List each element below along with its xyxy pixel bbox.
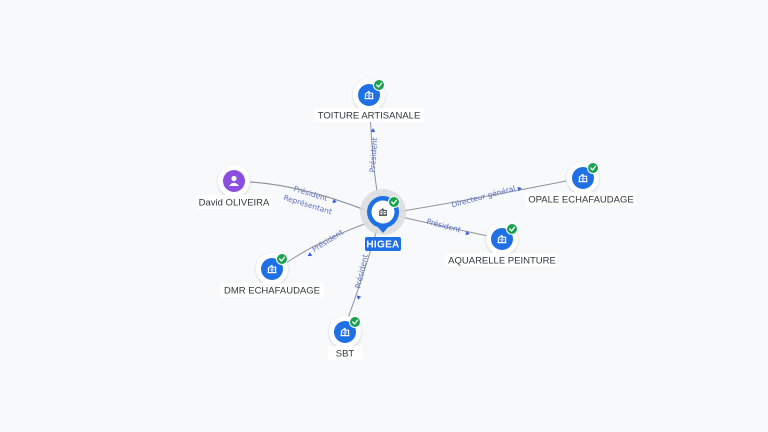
company-icon	[340, 327, 350, 337]
node-label-box	[220, 283, 324, 297]
node-label-box	[314, 108, 424, 122]
nodes-layer: TOITURE ARTISANALE David OLIVEIRA OPALE EC…	[196, 79, 636, 360]
node-label: OPALE ECHAFAUDAGE	[528, 195, 633, 206]
node-label-box	[328, 346, 362, 360]
node-center-higea[interactable]: HIGEA	[360, 189, 406, 251]
edge-label: Directeur général	[450, 184, 516, 210]
center-label: HIGEA	[366, 240, 399, 251]
edge-label: Président	[368, 137, 379, 173]
node-label-box	[526, 192, 636, 206]
node-opale[interactable]: OPALE ECHAFAUDAGE	[526, 162, 636, 206]
node-label-box	[196, 195, 272, 209]
company-icon	[379, 208, 387, 216]
node-label: AQUARELLE PEINTURE	[448, 256, 556, 267]
person-icon	[229, 175, 239, 186]
edge-line	[249, 181, 366, 211]
edge-arrow-icon	[517, 186, 522, 192]
edge-toiture-0: Président	[368, 109, 379, 199]
node-sbt[interactable]: SBT	[328, 316, 362, 360]
edge-arrow-icon	[370, 128, 376, 132]
edge-line	[396, 215, 489, 237]
node-label: SBT	[336, 349, 355, 360]
company-icon	[364, 90, 374, 100]
edge-label: Président	[310, 228, 344, 254]
edge-aquarelle-4: Président	[396, 215, 489, 237]
verified-check-icon	[349, 316, 361, 328]
company-icon	[267, 264, 277, 274]
node-david[interactable]: David OLIVEIRA	[196, 165, 272, 209]
node-toiture[interactable]: TOITURE ARTISANALE	[314, 79, 424, 122]
node-aquarelle[interactable]: AQUARELLE PEINTURE	[446, 223, 558, 267]
center-label-box	[365, 237, 401, 251]
node-dmr[interactable]: DMR ECHAFAUDAGE	[220, 253, 324, 297]
edge-arrow-icon	[332, 198, 337, 204]
node-label: TOITURE ARTISANALE	[318, 111, 421, 122]
center-layer: HIGEA	[360, 189, 406, 251]
node-label: David OLIVEIRA	[199, 198, 270, 209]
company-icon	[497, 234, 507, 244]
node-label: DMR ECHAFAUDAGE	[224, 286, 320, 297]
verified-check-icon	[276, 253, 288, 265]
edge-line	[285, 221, 371, 264]
edge-arrow-icon	[465, 230, 470, 236]
edge-label: Président	[426, 217, 462, 235]
edge-line	[396, 180, 567, 213]
verified-check-icon	[506, 223, 518, 235]
verified-check-icon	[587, 162, 599, 174]
verified-check-icon	[388, 196, 400, 208]
verified-check-icon	[373, 79, 385, 91]
edge-label: Président	[353, 253, 370, 289]
company-icon	[578, 173, 588, 183]
node-label-box	[446, 253, 558, 267]
edge-arrow-icon	[307, 252, 313, 257]
edge-dmr-5: Président	[285, 221, 371, 264]
edge-arrow-icon	[356, 295, 362, 300]
edge-line	[347, 225, 379, 319]
